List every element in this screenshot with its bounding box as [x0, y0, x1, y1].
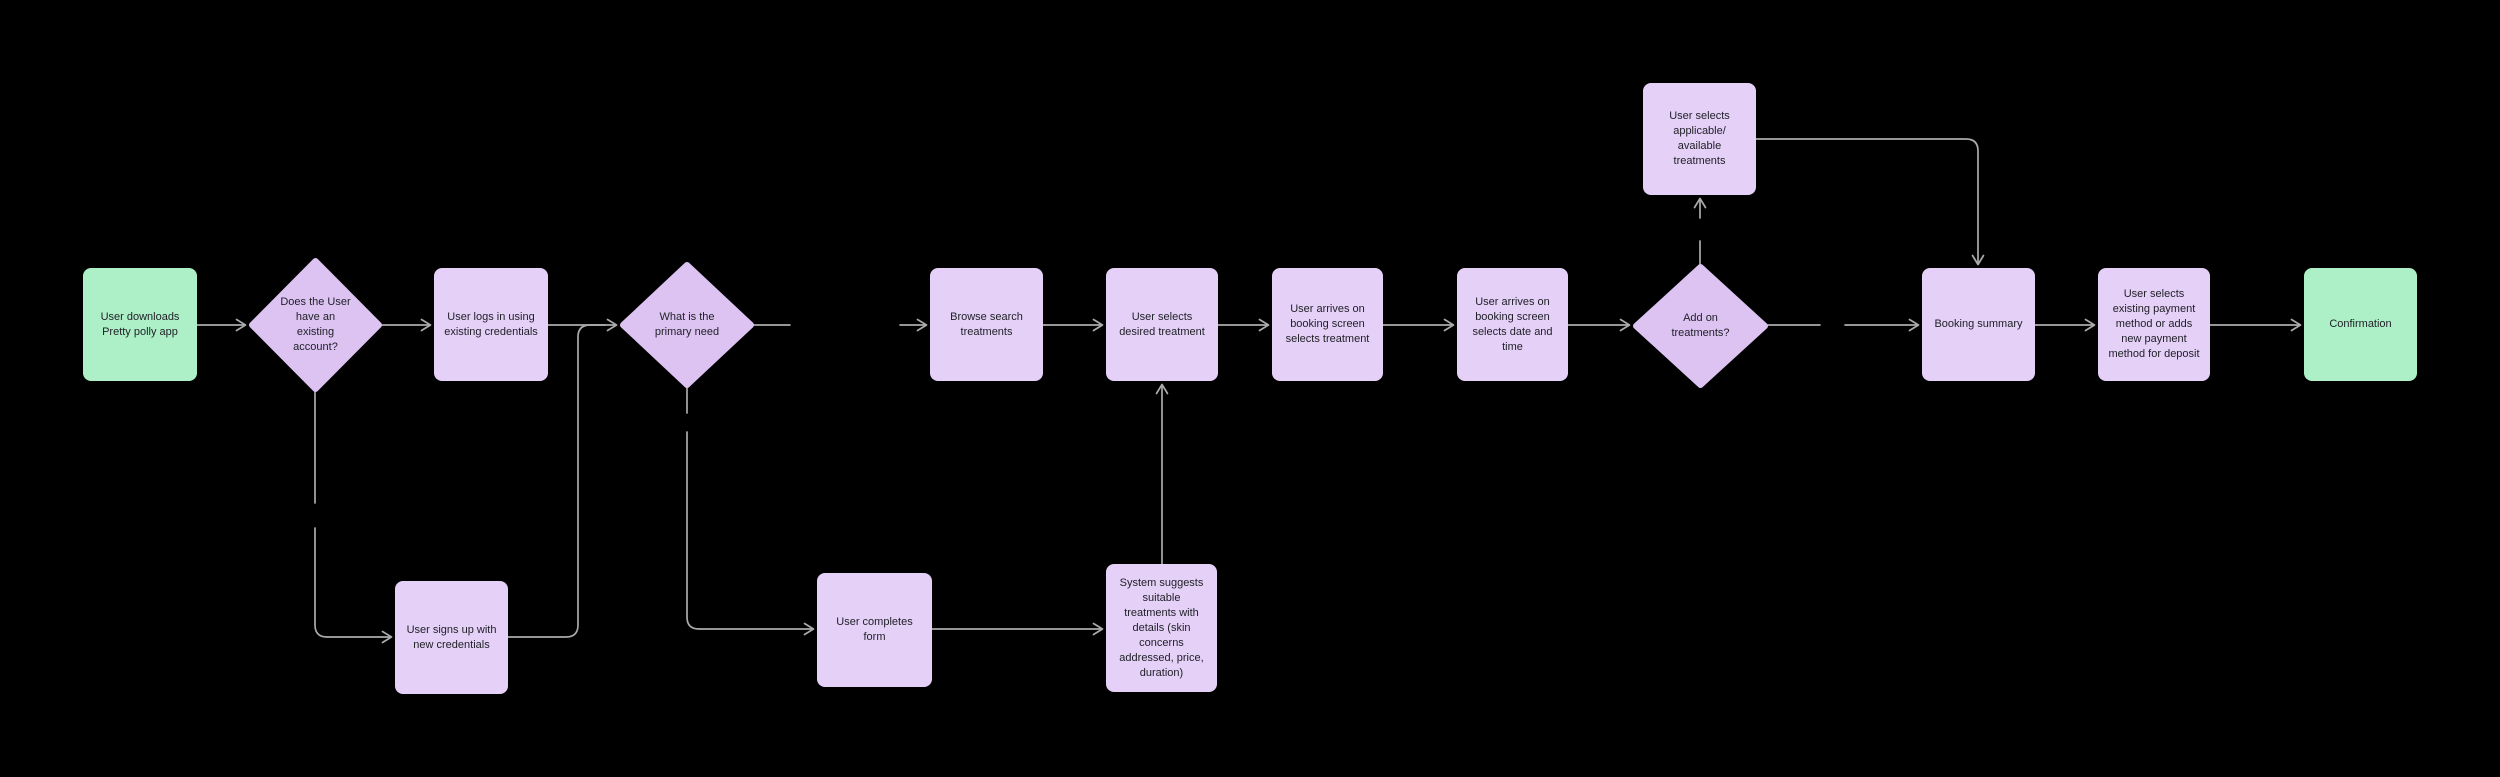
node-add-on-treatments-decision[interactable]: Add on treatments?: [1633, 264, 1768, 388]
node-user-selects-applicable-treatments[interactable]: User selects applicable/ available treat…: [1643, 83, 1756, 195]
node-browse-search-treatments[interactable]: Browse search treatments: [930, 268, 1043, 381]
diamond-shape: [1633, 264, 1768, 388]
node-user-signs-up[interactable]: User signs up with new credentials: [395, 581, 508, 694]
node-label: User arrives on booking screen selects t…: [1285, 303, 1370, 345]
node-label: User selects existing payment method or …: [2108, 288, 2200, 360]
node-user-completes-form[interactable]: User completes form: [817, 573, 932, 687]
node-system-suggests-treatments[interactable]: System suggests suitable treatments with…: [1106, 564, 1217, 692]
node-confirmation[interactable]: Confirmation: [2304, 268, 2417, 381]
node-label: User logs in using existing credentials: [444, 310, 538, 338]
node-user-selects-desired-treatment[interactable]: User selects desired treatment: [1106, 268, 1218, 381]
node-primary-need-decision[interactable]: What is the primary need: [620, 262, 754, 388]
node-user-logs-in[interactable]: User logs in using existing credentials: [434, 268, 548, 381]
edge-need-to-completes-form-seg2: [686, 431, 815, 636]
node-label: System suggests suitable treatments with…: [1119, 576, 1204, 679]
node-label: User downloads Pretty polly app: [100, 310, 180, 338]
node-booking-summary[interactable]: Booking summary: [1922, 268, 2035, 381]
diamond-shape: [249, 258, 382, 392]
node-label: Does the User have an existing account?: [280, 296, 351, 353]
node-label: What is the primary need: [654, 311, 720, 338]
node-label: User signs up with new credentials: [406, 623, 497, 651]
node-user-downloads-app[interactable]: User downloads Pretty polly app: [83, 268, 197, 381]
node-label: User selects applicable/ available treat…: [1669, 110, 1730, 167]
node-label: User arrives on booking screen selects d…: [1472, 295, 1553, 353]
diamond-shape: [620, 262, 754, 388]
node-label: Confirmation: [2329, 318, 2392, 330]
node-payment-method[interactable]: User selects existing payment method or …: [2098, 268, 2210, 381]
node-label: Add on treatments?: [1671, 312, 1730, 339]
node-label: User completes form: [836, 616, 913, 643]
edge-account-no-to-signup-seg2: [314, 527, 393, 644]
node-booking-screen-selects-date-time[interactable]: User arrives on booking screen selects d…: [1457, 268, 1568, 381]
edge-applicable-to-summary: [1755, 138, 1985, 266]
node-label: User selects desired treatment: [1119, 310, 1205, 338]
node-label: Browse search treatments: [950, 310, 1023, 338]
node-label: Booking summary: [1934, 318, 2023, 330]
node-booking-screen-selects-treatment[interactable]: User arrives on booking screen selects t…: [1272, 268, 1383, 381]
node-existing-account-decision[interactable]: Does the User have an existing account?: [249, 258, 382, 392]
